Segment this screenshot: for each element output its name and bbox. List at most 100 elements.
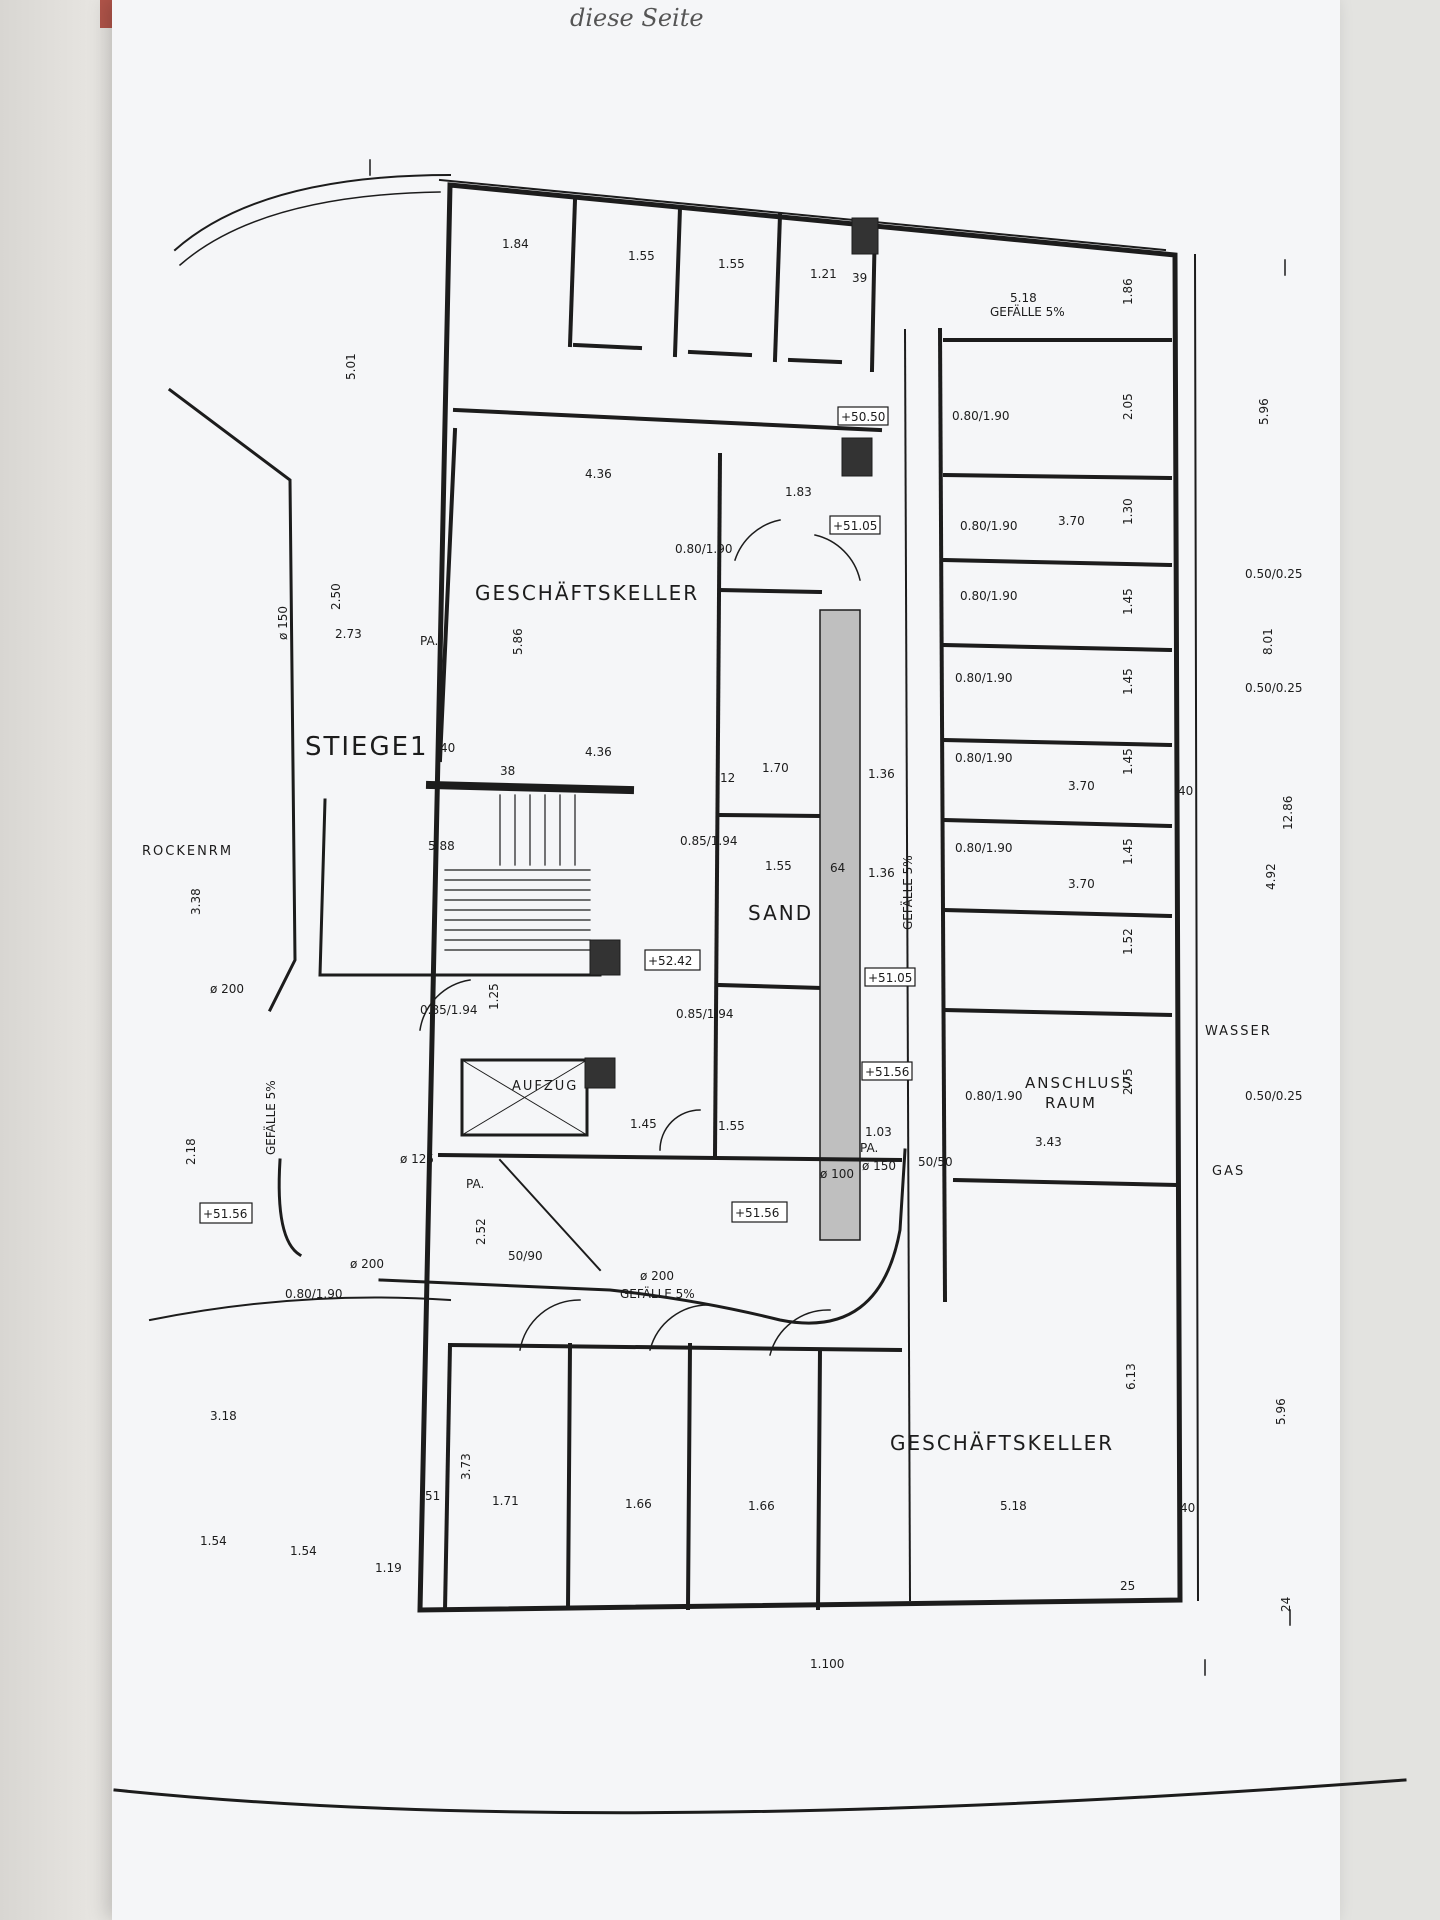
dim: 1.83 [785,485,812,499]
room-label-geschaeftskeller-bottom: GESCHÄFTSKELLER [890,1431,1114,1455]
shaft-1 [851,217,879,255]
dim: 3.38 [189,888,203,915]
dim: 4.36 [585,467,612,481]
dim: 1.55 [718,1119,745,1133]
dim: 2.18 [184,1138,198,1165]
door-label: 0.80/1.90 [965,1089,1022,1103]
door-label: 0.85/1.94 [676,1007,733,1021]
dim: 39 [852,271,867,285]
boundary-curve-2 [178,191,441,267]
storage-separators [942,338,1173,1018]
dim: 25 [1120,1579,1135,1593]
level-5: +51.56 [865,1065,909,1079]
dim: 1.36 [868,866,895,880]
door-label: 0.80/1.90 [960,589,1017,603]
opening-label: 50/50 [918,1155,953,1169]
dim: 2.75 [1121,1068,1135,1095]
stair-shaft [589,939,621,976]
level-4: +51.05 [868,971,912,985]
door-label: 0.80/1.90 [955,841,1012,855]
dim: 1.21 [810,267,837,281]
corridor-wall-right [937,327,948,1303]
drain-pipe-left [277,1158,303,1258]
stair-treads [444,794,591,951]
label-wasser: WASSER [1205,1024,1272,1039]
dim: 64 [830,861,845,875]
door-label: 0.80/1.90 [952,409,1009,423]
bottom-left-wall [442,1342,453,1613]
pipe-labels: ø 200 ø 200 ø 200 ø 150 ø 125 ø 100 ø 15… [210,606,896,1283]
elevator-cross [461,1059,588,1136]
dim: 3.18 [210,1409,237,1423]
dim: 3.70 [1058,514,1085,528]
mark-pa: PA. [860,1141,878,1155]
handwritten-note: diese Seite [570,4,704,32]
dim: 3.43 [1035,1135,1062,1149]
door-label: 0.85/1.94 [680,834,737,848]
door-swings [419,519,861,1356]
dim: 12 [720,771,735,785]
dim: 5.96 [1274,1398,1288,1425]
corridor-wall-top [452,407,883,433]
dim: 1.30 [1121,498,1135,525]
mark-pa: PA. [466,1177,484,1191]
opening-label: 50/90 [508,1249,543,1263]
dim: 6.13 [1124,1363,1138,1390]
dim: 1.55 [718,257,745,271]
dim: 2.52 [474,1218,488,1245]
dim: 38 [500,764,515,778]
outer-wall-line [438,178,1167,252]
stair-enclosure [318,798,602,977]
dim: 40 [1178,784,1193,798]
dim: 2.50 [329,583,343,610]
wall-under-elevator [437,1152,903,1163]
room-label-anschluss: ANSCHLUSS [1025,1074,1133,1092]
left-building-wall [167,387,297,1013]
level-box-5 [861,1061,913,1081]
dim: 1.71 [492,1494,519,1508]
dim: 1.45 [1121,838,1135,865]
label-gas: GAS [1212,1164,1245,1179]
level-2: +51.05 [833,519,877,533]
pipe-diagonal [498,1158,602,1272]
dim: 1.52 [1121,928,1135,955]
level-3: +52.42 [648,954,692,968]
axis-ticks [369,159,1291,1676]
room-label-sand: SAND [748,901,813,925]
dim: 3.70 [1068,877,1095,891]
dim: 4.36 [585,745,612,759]
room-label-stiege: STIEGE1 [305,732,429,762]
level-box-3 [644,949,701,971]
dim: 1.36 [868,767,895,781]
opening-label: 0.50/0.25 [1245,681,1302,695]
lower-left-curve [148,1296,452,1322]
dim: 2.73 [335,627,362,641]
dim: 8.01 [1261,628,1275,655]
dim: 1.54 [200,1534,227,1548]
desk-background [1340,0,1440,1920]
dim: 1.45 [1121,668,1135,695]
pipe-label: ø 200 [640,1269,674,1283]
dim: 1.45 [1121,748,1135,775]
page-edge-curve [113,1778,1407,1815]
bottom-partitions [565,1342,823,1611]
dimension-labels: 1.84 1.55 1.55 1.21 39 5.18 4.36 4.36 1.… [184,237,1295,1671]
slope-label-2: GEFÄLLE 5% [620,1286,695,1301]
level-box-4 [864,967,916,987]
level-box-6 [731,1201,788,1223]
dim: 2.05 [1121,393,1135,420]
door-label: 0.80/1.90 [960,519,1017,533]
dim: 1.66 [748,1499,775,1513]
room-label-geschaeftskeller-top: GESCHÄFTSKELLER [475,581,699,605]
dim: 1.100 [810,1657,844,1671]
dim: 5.01 [344,353,358,380]
compartment-fronts [572,342,843,365]
opening-labels: 0.50/0.25 0.50/0.25 0.50/0.25 50/90 50/5… [508,567,1302,1263]
pipe-label: ø 150 [862,1159,896,1173]
pipe-label: ø 200 [210,982,244,996]
partition-1 [567,197,578,348]
door-label: 0.85/1.94 [420,1003,477,1017]
dim: 1.55 [628,249,655,263]
room-label-raum: RAUM [1045,1094,1097,1112]
room-label-aufzug: AUFZUG [512,1079,578,1094]
